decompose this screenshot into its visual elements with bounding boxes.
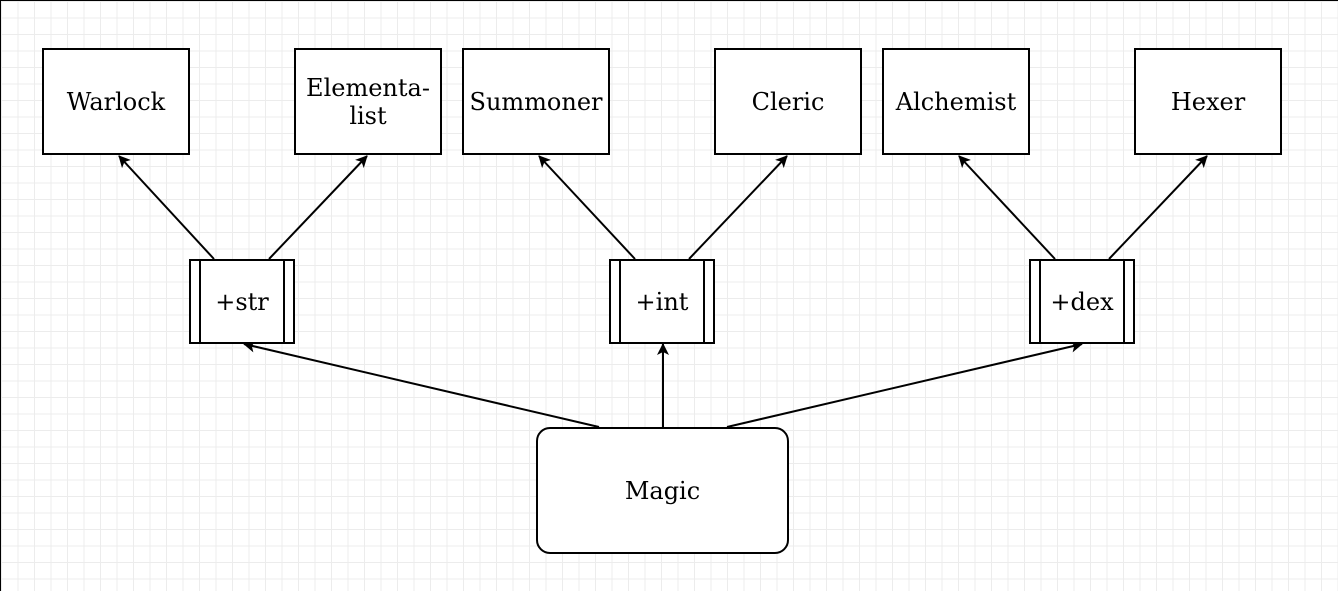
edge-int-summoner [538, 155, 636, 260]
node-int[interactable]: +int [609, 259, 715, 344]
node-str[interactable]: +str [189, 259, 295, 344]
edge-magic-dex [726, 340, 1083, 428]
node-dex[interactable]: +dex [1029, 259, 1135, 344]
node-cleric[interactable]: Cleric [714, 48, 862, 155]
edge-str-warlock [118, 155, 215, 260]
edge-int-cleric [688, 155, 788, 260]
node-summoner[interactable]: Summoner [462, 48, 610, 155]
node-alchemist[interactable]: Alchemist [882, 48, 1030, 155]
edge-dex-hexer [1108, 155, 1208, 260]
node-elementalist[interactable]: Elementa- list [294, 48, 442, 155]
edge-magic-str [243, 340, 600, 428]
node-warlock[interactable]: Warlock [42, 48, 190, 155]
edge-str-elementalist [268, 155, 368, 260]
edge-dex-alchemist [958, 155, 1056, 260]
node-hexer[interactable]: Hexer [1134, 48, 1282, 155]
node-magic[interactable]: Magic [536, 427, 789, 554]
